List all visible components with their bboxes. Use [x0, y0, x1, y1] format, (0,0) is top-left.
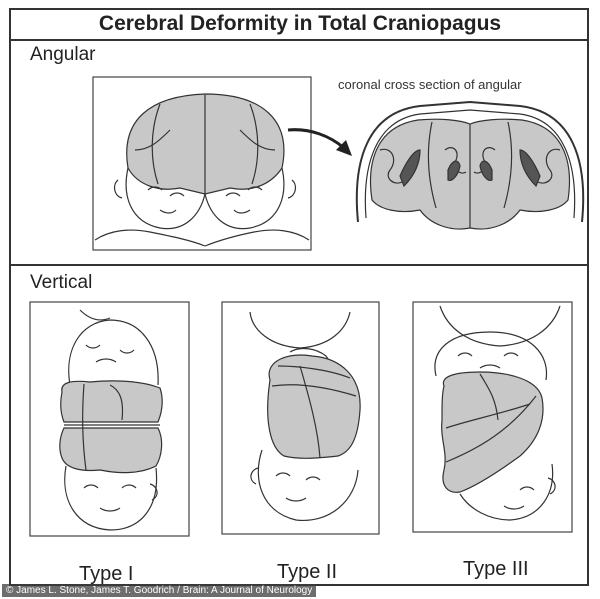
angular-cross-section-caption: coronal cross section of angular [338, 77, 522, 92]
type-3-illustration [412, 301, 573, 533]
type-1-illustration [29, 301, 190, 537]
title-divider [10, 39, 589, 41]
type-1-label: Type I [79, 563, 134, 585]
arrow-icon [287, 128, 352, 156]
vertical-section-label: Vertical [30, 272, 93, 293]
coronal-cross-section [355, 100, 585, 230]
type-2-illustration [221, 301, 380, 535]
angular-twins-illustration [92, 76, 312, 251]
figure-title: Cerebral Deformity in Total Craniopagus [98, 12, 502, 35]
angular-section-label: Angular [30, 44, 96, 65]
section-divider [10, 264, 589, 266]
type-2-label: Type II [277, 561, 338, 583]
type-3-label: Type III [463, 558, 529, 580]
image-credit: © James L. Stone, James T. Goodrich / Br… [2, 584, 317, 597]
